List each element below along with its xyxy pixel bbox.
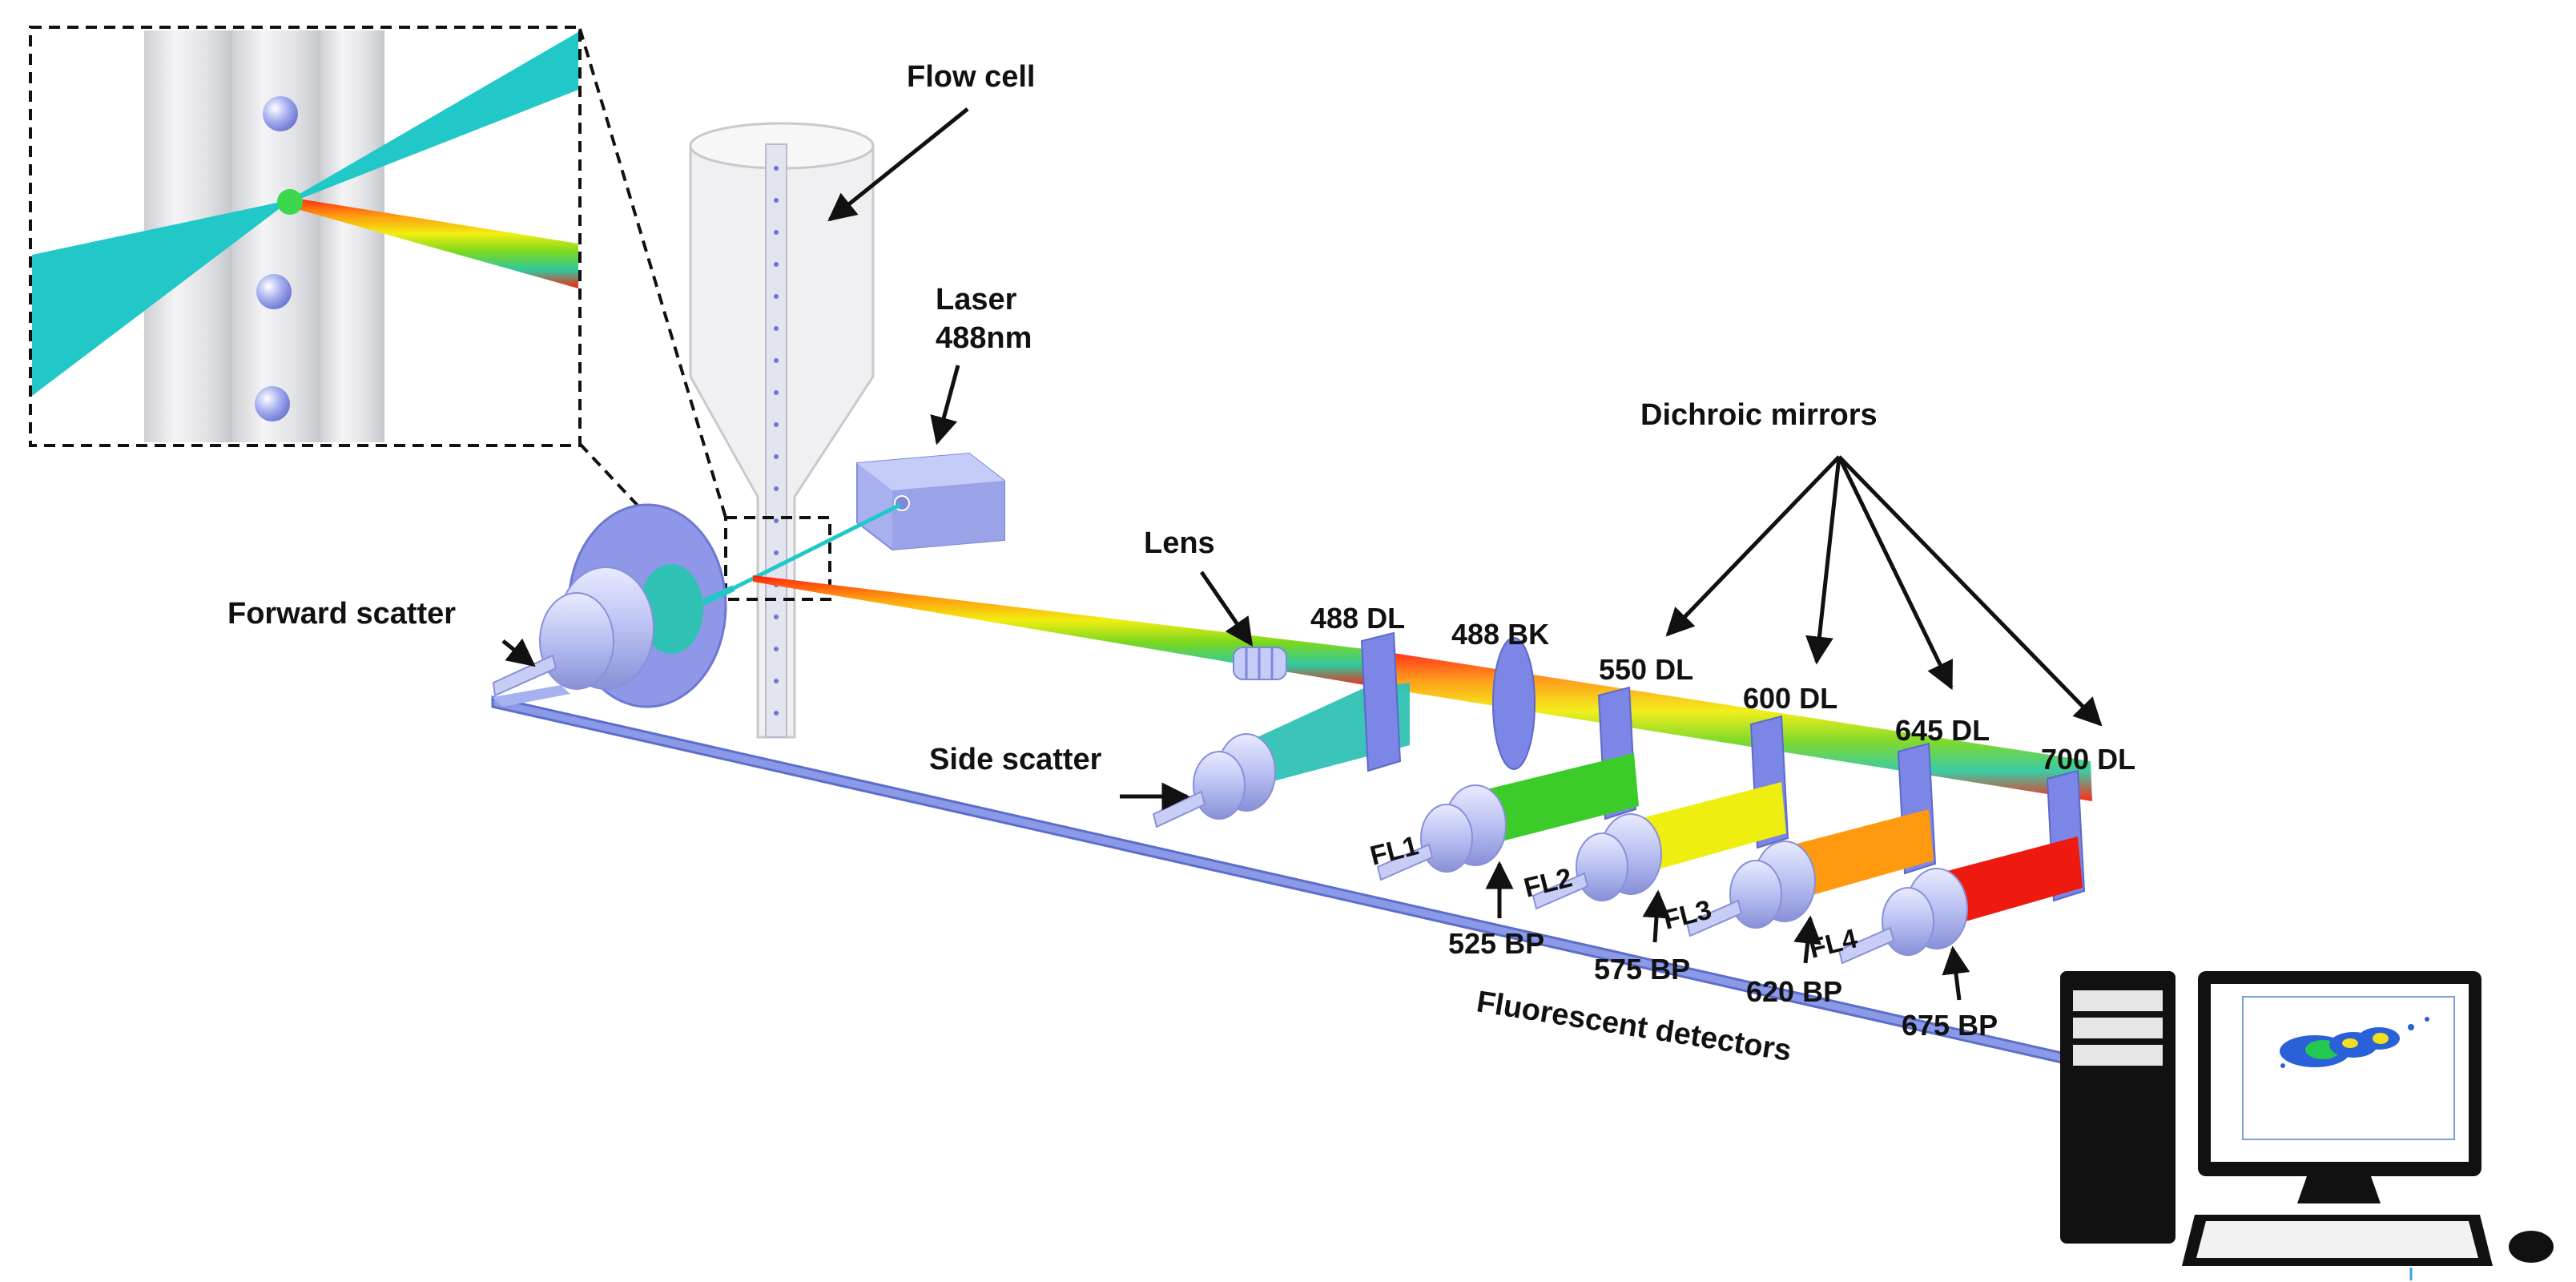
- monitor-stand: [2297, 1176, 2381, 1203]
- laser-beam: [732, 502, 902, 591]
- monitor-screen: [2211, 984, 2469, 1162]
- side-scatter-label: Side scatter: [929, 743, 1102, 776]
- lens-label: Lens: [1144, 526, 1215, 560]
- inset-cell-bead: [263, 96, 298, 131]
- lens: [1233, 647, 1287, 680]
- inset-magnified-view: [29, 26, 727, 601]
- laser-label: Laser: [936, 283, 1017, 316]
- computer: [2060, 971, 2554, 1280]
- emission-beam: [753, 575, 1379, 687]
- bandpass-label-620: 620 BP: [1746, 975, 1842, 1008]
- inset-cell-bead: [255, 386, 290, 421]
- forward-scatter-label: Forward scatter: [227, 597, 456, 631]
- mirror-label-488-bk: 488 BK: [1451, 618, 1549, 651]
- inset-focus-point: [277, 189, 303, 215]
- mirror-label-550-dl: 550 DL: [1599, 653, 1693, 686]
- inset-cell-bead: [256, 274, 292, 309]
- inset-rainbow-beam: [288, 197, 578, 288]
- laser-wavelength-label: 488nm: [936, 321, 1032, 355]
- inset-laser-cone-right: [288, 32, 578, 204]
- flow-cell: [689, 122, 875, 739]
- channel-label-fl2: FL2: [1521, 862, 1576, 903]
- bandpass-label-675: 675 BP: [1902, 1009, 1998, 1042]
- mirror-label-645-dl: 645 DL: [1895, 714, 1990, 747]
- mirror-label-488-dl: 488 DL: [1310, 602, 1405, 635]
- fl2-channel: [1532, 782, 1786, 910]
- bandpass-label-525: 525 BP: [1448, 927, 1544, 960]
- dichroic-mirrors-label: Dichroic mirrors: [1640, 398, 1878, 432]
- flow-cell-channel: [765, 143, 787, 738]
- mouse: [2509, 1231, 2554, 1263]
- inset-laser-cone: [32, 200, 288, 396]
- fl1-channel: [1376, 753, 1639, 881]
- fl4-channel: [1837, 837, 2083, 965]
- flow-cell-label: Flow cell: [907, 60, 1035, 94]
- scatter-plot-thumbnail: [2280, 1017, 2429, 1068]
- callout-arrows: [501, 107, 2103, 1001]
- mirror-label-600-dl: 600 DL: [1743, 682, 1837, 715]
- fl3-channel: [1685, 809, 1934, 937]
- forward-scatter-detector: [492, 503, 735, 708]
- bandpass-label-575: 575 BP: [1594, 953, 1690, 986]
- mirror-label-700-dl: 700 DL: [2041, 743, 2135, 776]
- mirror-488-dl: [1360, 631, 1402, 772]
- mirror-488-bk: [1492, 637, 1536, 770]
- computer-tower: [2060, 971, 2176, 1244]
- flow-cell-particles: [774, 166, 779, 716]
- laser-source: [732, 452, 1005, 591]
- inset-zoom-line: [578, 28, 727, 518]
